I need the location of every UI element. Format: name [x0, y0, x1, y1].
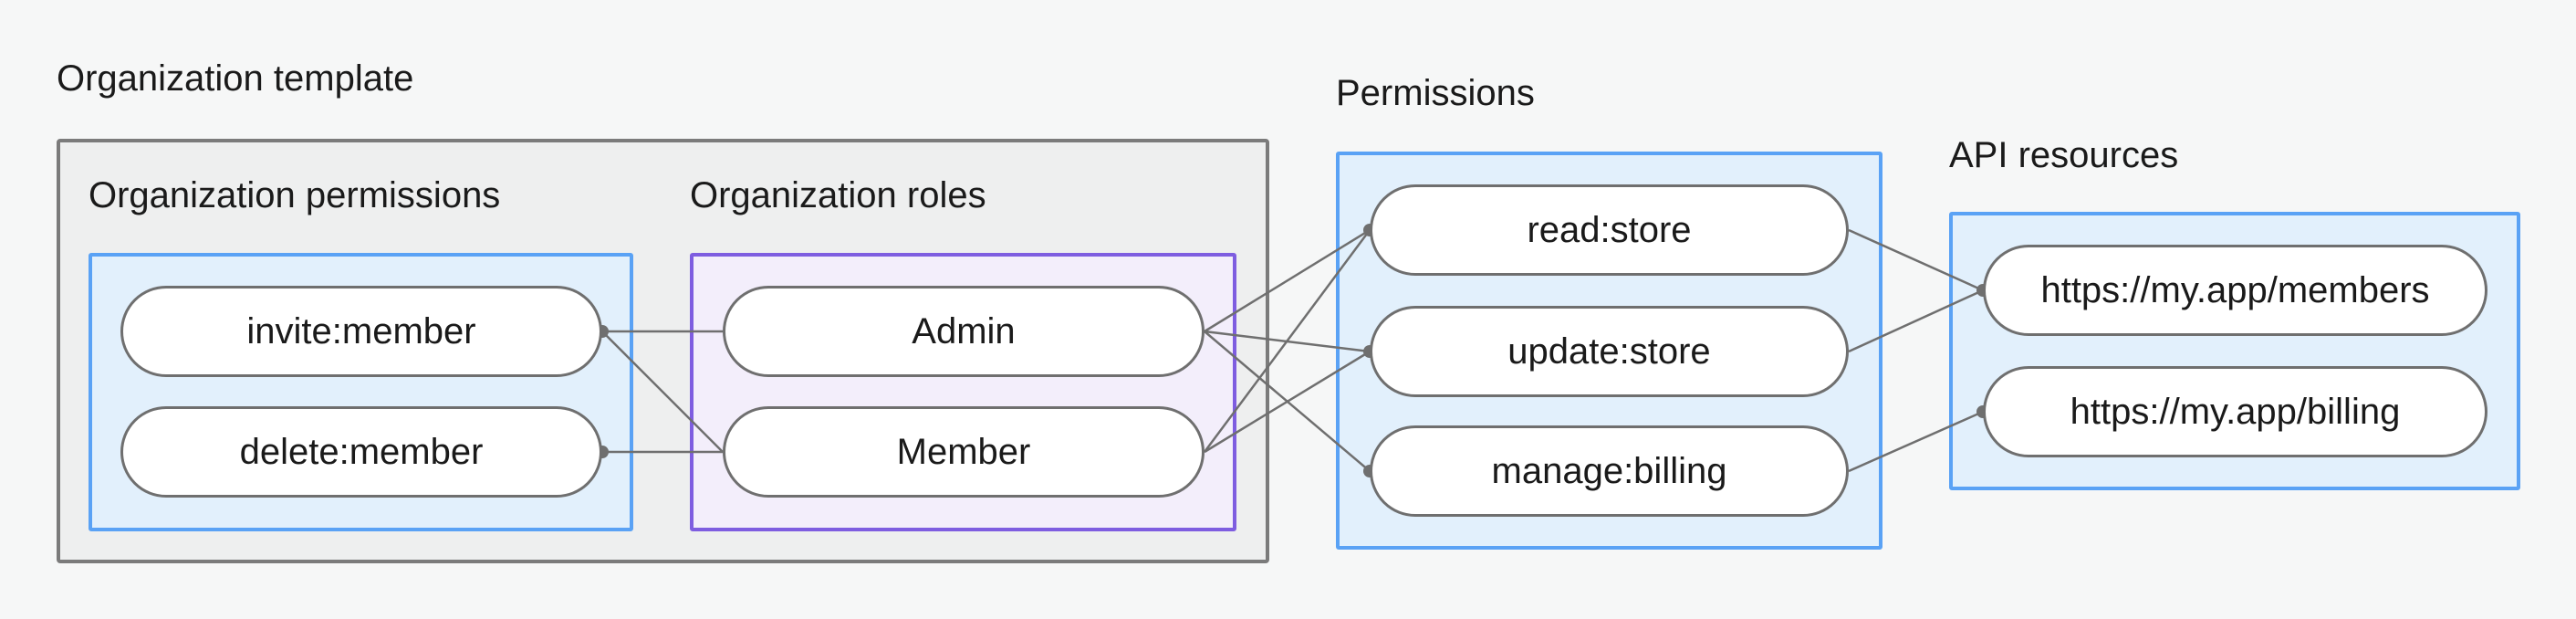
org-permission-delete-member: delete:member	[120, 406, 602, 498]
permissions-title: Permissions	[1336, 73, 1535, 113]
org-role-member: Member	[723, 406, 1205, 498]
api-resource-members: https://my.app/members	[1983, 245, 2487, 336]
organization-permissions-title: Organization permissions	[89, 175, 501, 215]
org-permission-invite-member: invite:member	[120, 286, 602, 377]
permission-update-store: update:store	[1370, 306, 1849, 397]
permission-read-store: read:store	[1370, 184, 1849, 276]
organization-roles-title: Organization roles	[690, 175, 986, 215]
api-resources-title: API resources	[1949, 135, 2179, 175]
api-resource-billing: https://my.app/billing	[1983, 366, 2487, 457]
permission-manage-billing: manage:billing	[1370, 425, 1849, 517]
org-role-admin: Admin	[723, 286, 1205, 377]
organization-template-title: Organization template	[57, 58, 414, 99]
